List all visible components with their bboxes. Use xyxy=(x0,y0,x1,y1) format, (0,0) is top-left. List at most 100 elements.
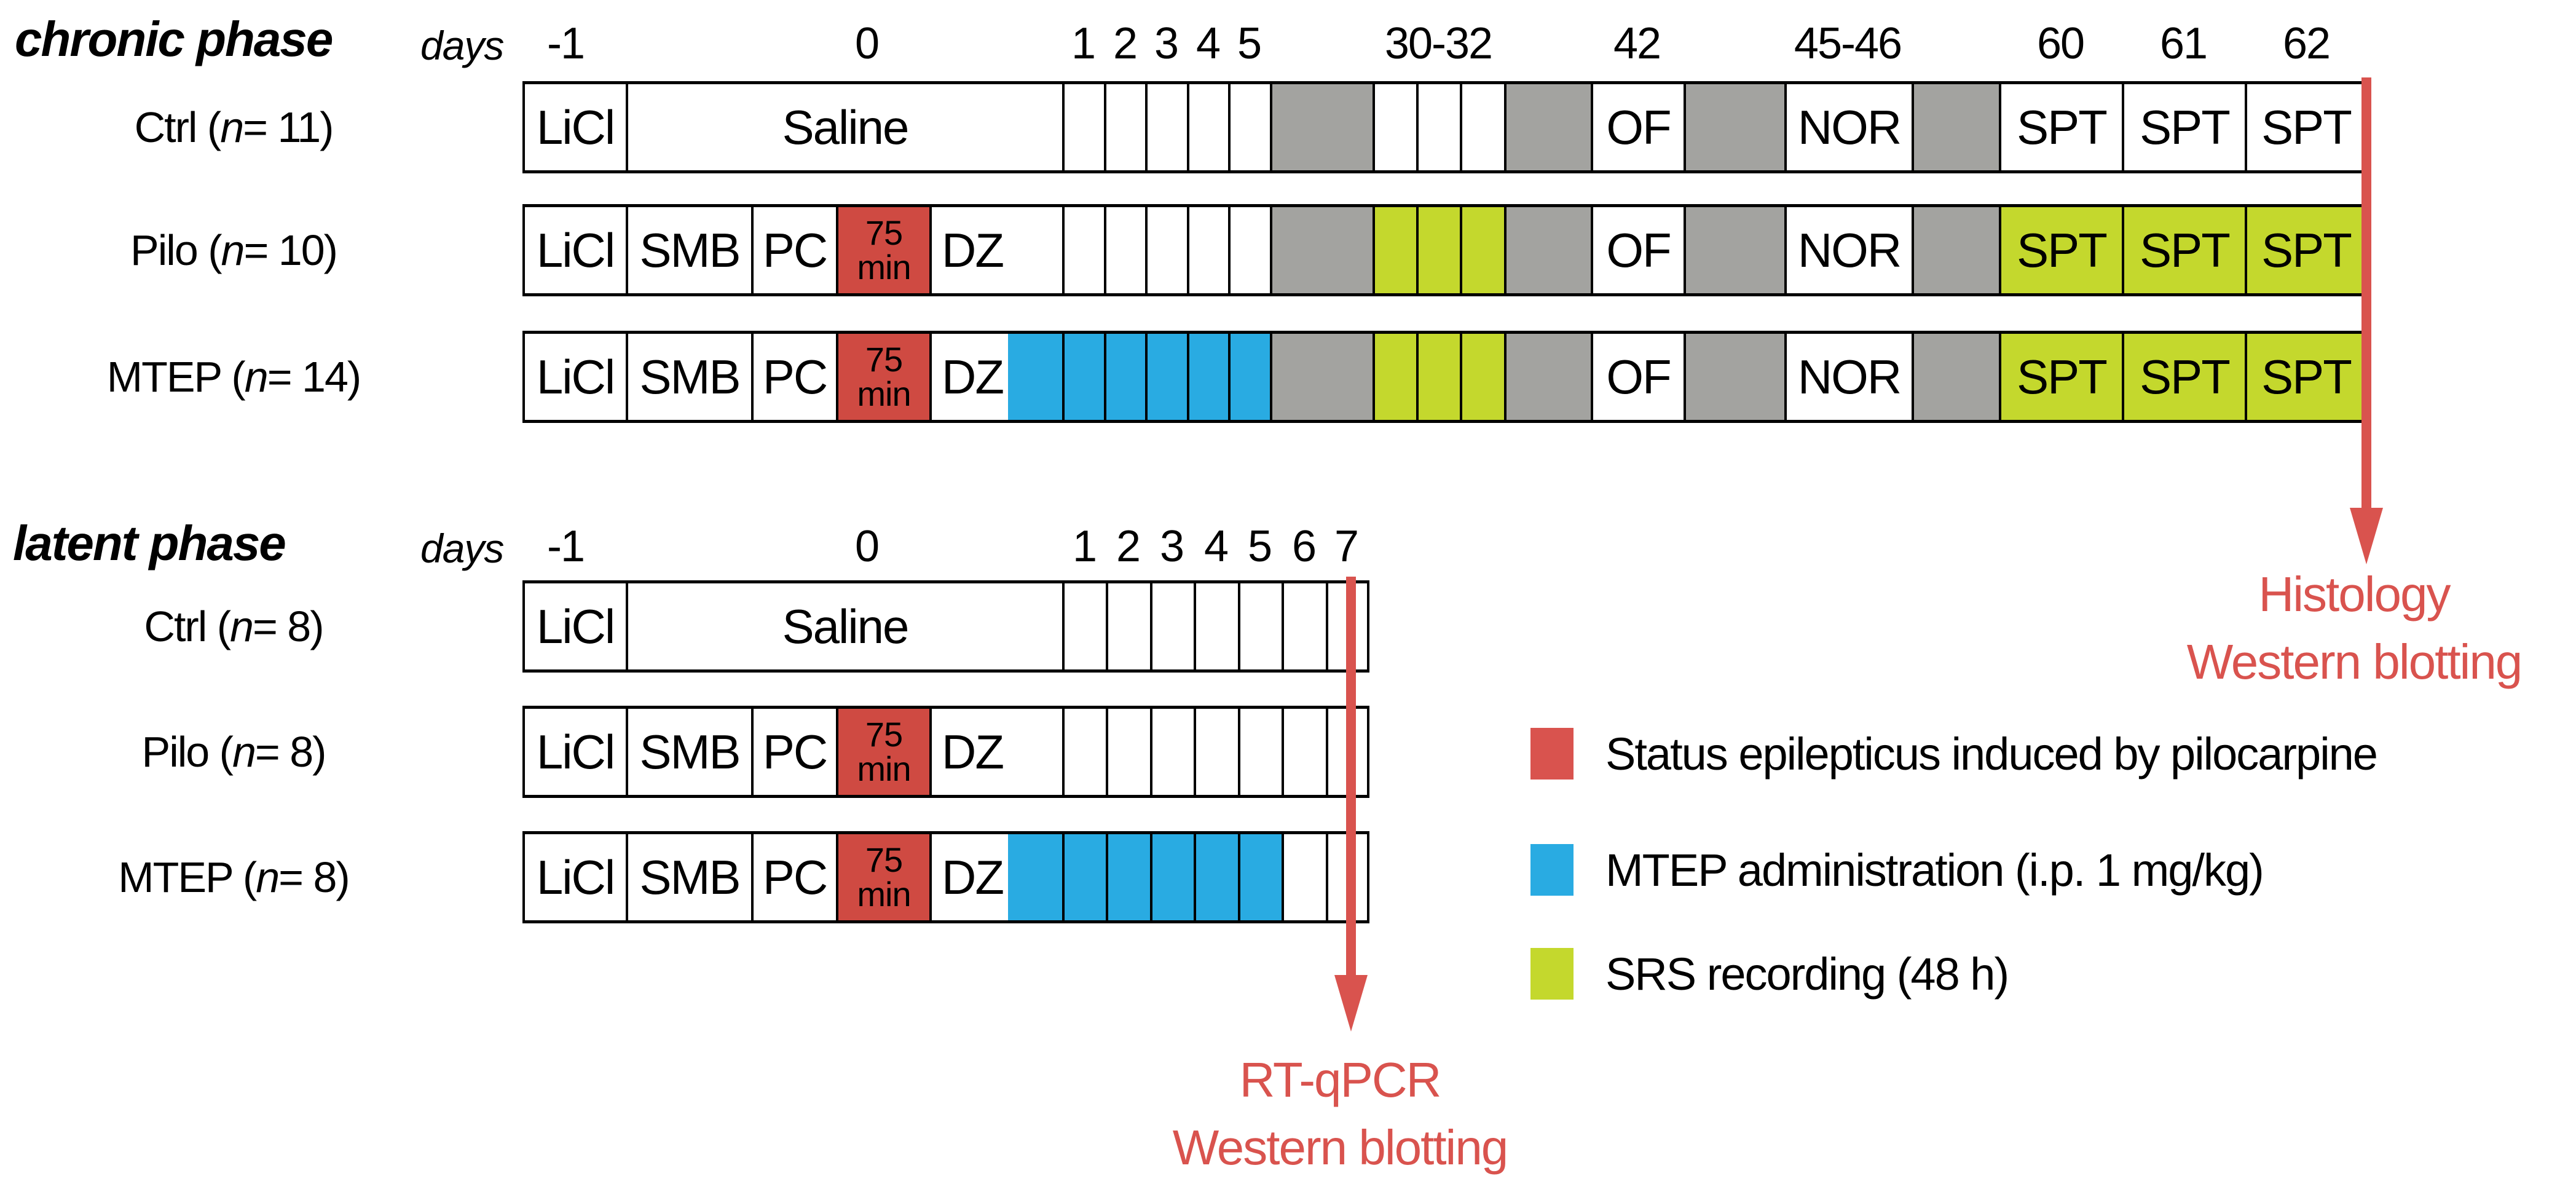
chronic-tick-3: 3 xyxy=(1154,19,1179,68)
timeline-latent-pilo: LiCl SMB PC 75 min DZ xyxy=(522,706,1369,798)
cell-nor: NOR xyxy=(1784,81,1912,173)
label-post: = 14) xyxy=(267,353,361,401)
cell-spt-61: SPT xyxy=(2122,331,2245,423)
latent-tick-3: 3 xyxy=(1159,522,1184,571)
latent-tick-5: 5 xyxy=(1247,522,1272,571)
cell-licl: LiCl xyxy=(522,706,626,798)
chronic-tick-2: 2 xyxy=(1113,19,1138,68)
timeline-latent-mtep: LiCl SMB PC 75 min DZ xyxy=(522,831,1369,923)
latent-tick-6: 6 xyxy=(1291,522,1317,571)
row-label-chronic-pilo: Pilo (n = 10) xyxy=(49,204,418,296)
cell-pc: PC xyxy=(751,331,836,423)
cell-smb: SMB xyxy=(626,204,751,296)
cell-day-4 xyxy=(1194,580,1238,673)
cell-day-5 xyxy=(1238,706,1282,798)
row-label-latent-ctrl: Ctrl (n = 8) xyxy=(49,580,418,673)
mtep-start-overlay xyxy=(1008,834,1062,920)
cell-nor: NOR xyxy=(1784,331,1912,423)
latent-note-line2: Western blotting xyxy=(1172,1120,1509,1175)
cell-se-75min: 75 min xyxy=(836,331,929,423)
legend-label: SRS recording (48 h) xyxy=(1605,948,2009,1000)
cell-day-1 xyxy=(1062,81,1104,173)
cell-day-3 xyxy=(1145,204,1187,296)
legend-item-mtep-administration: MTEP administration (i.p. 1 mg/kg) xyxy=(1530,844,2264,896)
cell-gap xyxy=(1504,331,1591,423)
cell-day-5 xyxy=(1228,81,1270,173)
cell-day-3 xyxy=(1145,81,1187,173)
cell-day-3 xyxy=(1150,580,1194,673)
cell-pc: PC xyxy=(751,204,836,296)
latent-note-line1: RT-qPCR xyxy=(1239,1052,1442,1107)
cell-licl: LiCl xyxy=(522,331,626,423)
cell-mtep-day-1 xyxy=(1062,831,1106,923)
cell-day-4 xyxy=(1187,81,1228,173)
cell-day-2 xyxy=(1106,706,1150,798)
row-label-latent-mtep: MTEP (n = 8) xyxy=(49,831,418,923)
cell-dz: DZ xyxy=(929,706,1062,798)
latent-tick-2: 2 xyxy=(1116,522,1141,571)
label-pre: Pilo ( xyxy=(130,226,222,274)
label-pre: MTEP ( xyxy=(106,353,246,401)
cell-day-4 xyxy=(1194,706,1238,798)
latent-endpoint-arrowhead-icon xyxy=(1334,975,1368,1032)
cell-mtep-day-4 xyxy=(1194,831,1238,923)
cell-srs-day-31 xyxy=(1416,331,1460,423)
cell-gap xyxy=(1912,331,1999,423)
se-min: min xyxy=(857,374,911,413)
cell-saline: Saline xyxy=(626,81,1062,173)
cell-licl: LiCl xyxy=(522,580,626,673)
legend-label: Status epilepticus induced by pilocarpin… xyxy=(1605,728,2378,780)
label-post: = 11) xyxy=(243,103,334,151)
cell-day-1 xyxy=(1062,580,1106,673)
cell-day-2 xyxy=(1104,204,1145,296)
se-75: 75 xyxy=(865,213,903,252)
cell-gap xyxy=(1270,81,1373,173)
cell-day-6 xyxy=(1282,706,1326,798)
cell-gap xyxy=(1504,81,1591,173)
se-75: 75 xyxy=(865,840,903,879)
label-n: n xyxy=(220,103,244,151)
legend-swatch-red-icon xyxy=(1530,728,1574,780)
label-post: = 8) xyxy=(278,853,350,901)
se-min: min xyxy=(857,749,911,788)
mtep-start-overlay xyxy=(1008,334,1062,420)
latent-phase-title: latent phase xyxy=(13,516,286,570)
cell-gap xyxy=(1684,331,1784,423)
row-label-latent-pilo: Pilo (n = 8) xyxy=(49,706,418,798)
cell-spt-60: SPT xyxy=(1999,331,2122,423)
chronic-endpoint-arrow-line xyxy=(2361,77,2371,509)
cell-saline: Saline xyxy=(626,580,1062,673)
cell-se-75min: 75 min xyxy=(836,831,929,923)
cell-gap xyxy=(1684,81,1784,173)
label-post: = 8) xyxy=(254,728,327,776)
latent-tick-7: 7 xyxy=(1334,522,1359,571)
cell-licl: LiCl xyxy=(522,831,626,923)
label-post: = 8) xyxy=(252,602,325,650)
timeline-chronic-ctrl: LiCl Saline OF NOR SPT SPT SPT xyxy=(522,81,2368,173)
cell-day-6 xyxy=(1282,580,1326,673)
latent-tick-minus1: -1 xyxy=(546,522,585,571)
cell-spt-62: SPT xyxy=(2245,331,2368,423)
cell-of: OF xyxy=(1591,204,1684,296)
label-n: n xyxy=(230,602,254,650)
chronic-tick-30-32: 30-32 xyxy=(1384,19,1493,68)
cell-spt-62: SPT xyxy=(2245,81,2368,173)
label-pre: Ctrl ( xyxy=(144,602,231,650)
legend-item-status-epilepticus: Status epilepticus induced by pilocarpin… xyxy=(1530,728,2378,780)
cell-smb: SMB xyxy=(626,706,751,798)
cell-day-6 xyxy=(1282,831,1326,923)
cell-mtep-day-2 xyxy=(1104,331,1145,423)
label-n: n xyxy=(256,853,280,901)
latent-endpoint-note: RT-qPCR Western blotting xyxy=(1172,1046,1509,1182)
dz-label: DZ xyxy=(942,349,1004,404)
cell-pc: PC xyxy=(751,831,836,923)
se-75: 75 xyxy=(865,715,903,754)
cell-day-2 xyxy=(1104,81,1145,173)
cell-spt-61: SPT xyxy=(2122,204,2245,296)
chronic-tick-61: 61 xyxy=(2159,19,2208,68)
chronic-tick-0: 0 xyxy=(854,19,880,68)
legend-swatch-yellow-icon xyxy=(1530,948,1574,1000)
chronic-days-label: days xyxy=(420,23,504,68)
legend-label: MTEP administration (i.p. 1 mg/kg) xyxy=(1605,844,2264,896)
chronic-endpoint-arrowhead-icon xyxy=(2350,508,2383,564)
